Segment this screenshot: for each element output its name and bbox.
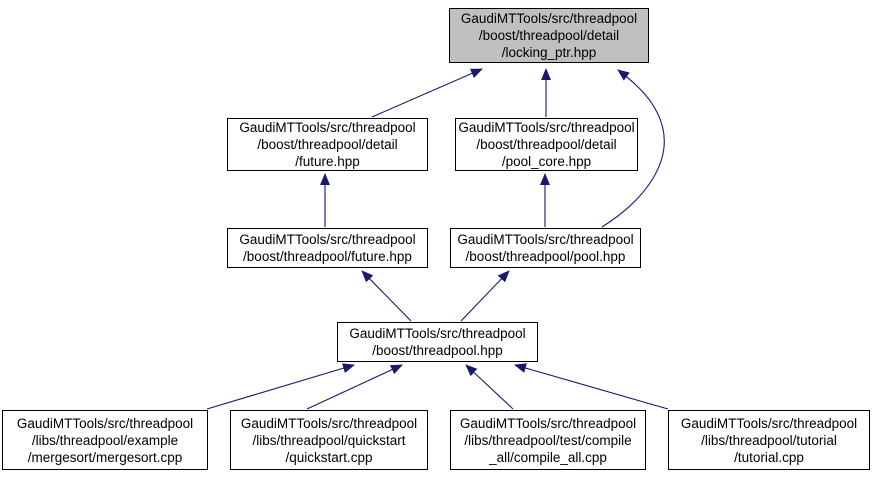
graph-node-threadpool-hpp[interactable]: GaudiMTTools/src/threadpool /boost/threa… bbox=[337, 322, 538, 362]
graph-node-detail-future-hpp[interactable]: GaudiMTTools/src/threadpool /boost/threa… bbox=[227, 118, 428, 171]
graph-node-mergesort-cpp[interactable]: GaudiMTTools/src/threadpool /libs/thread… bbox=[2, 410, 208, 470]
graph-node-locking_ptr-hpp[interactable]: GaudiMTTools/src/threadpool /boost/threa… bbox=[449, 8, 649, 63]
graph-node-future-hpp[interactable]: GaudiMTTools/src/threadpool /boost/threa… bbox=[227, 228, 428, 268]
graph-node-pool_core-hpp[interactable]: GaudiMTTools/src/threadpool /boost/threa… bbox=[455, 118, 638, 171]
graph-node-tutorial-cpp[interactable]: GaudiMTTools/src/threadpool /libs/thread… bbox=[668, 410, 870, 470]
graph-node-compile_all-cpp[interactable]: GaudiMTTools/src/threadpool /libs/thread… bbox=[450, 410, 646, 470]
edge-threadpool-to-pool bbox=[460, 270, 510, 322]
edge-compile_all-to-threadpool bbox=[465, 364, 514, 410]
edge-future_detail-to-locking_ptr bbox=[371, 68, 483, 118]
edge-threadpool-to-future bbox=[361, 270, 412, 322]
edge-tutorial-to-threadpool bbox=[514, 363, 669, 410]
graph-node-pool-hpp[interactable]: GaudiMTTools/src/threadpool /boost/threa… bbox=[450, 228, 641, 268]
graph-node-quickstart-cpp[interactable]: GaudiMTTools/src/threadpool /libs/thread… bbox=[230, 410, 428, 470]
edge-quickstart-to-threadpool bbox=[306, 364, 403, 410]
edge-mergesort-to-threadpool bbox=[206, 363, 355, 410]
